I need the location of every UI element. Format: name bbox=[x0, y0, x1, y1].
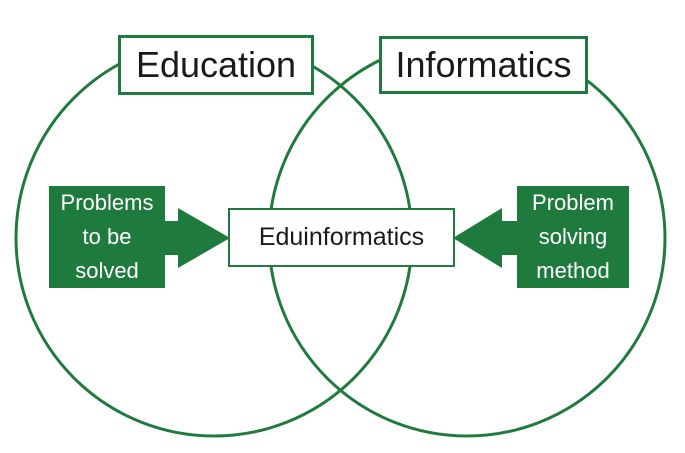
eduinformatics-label: Eduinformatics bbox=[258, 223, 425, 251]
eduinformatics-label-box: Eduinformatics bbox=[228, 208, 455, 267]
informatics-label-box: Informatics bbox=[379, 36, 588, 94]
problems-line-3: solved bbox=[75, 258, 139, 283]
problems-to-be-solved-box: Problems to be solved bbox=[49, 186, 165, 288]
left-pointing-arrow bbox=[453, 208, 517, 268]
right-pointing-arrow bbox=[165, 208, 230, 268]
problems-line-1: Problems bbox=[60, 190, 154, 215]
solving-line-3: method bbox=[536, 258, 610, 283]
problems-line-2: to be bbox=[82, 224, 132, 249]
solving-line-2: solving bbox=[538, 224, 608, 249]
informatics-label: Informatics bbox=[395, 44, 572, 85]
education-label: Education bbox=[135, 44, 297, 85]
solving-line-1: Problem bbox=[532, 190, 614, 215]
education-label-box: Education bbox=[118, 35, 314, 95]
problem-solving-method-box: Problem solving method bbox=[517, 186, 629, 288]
